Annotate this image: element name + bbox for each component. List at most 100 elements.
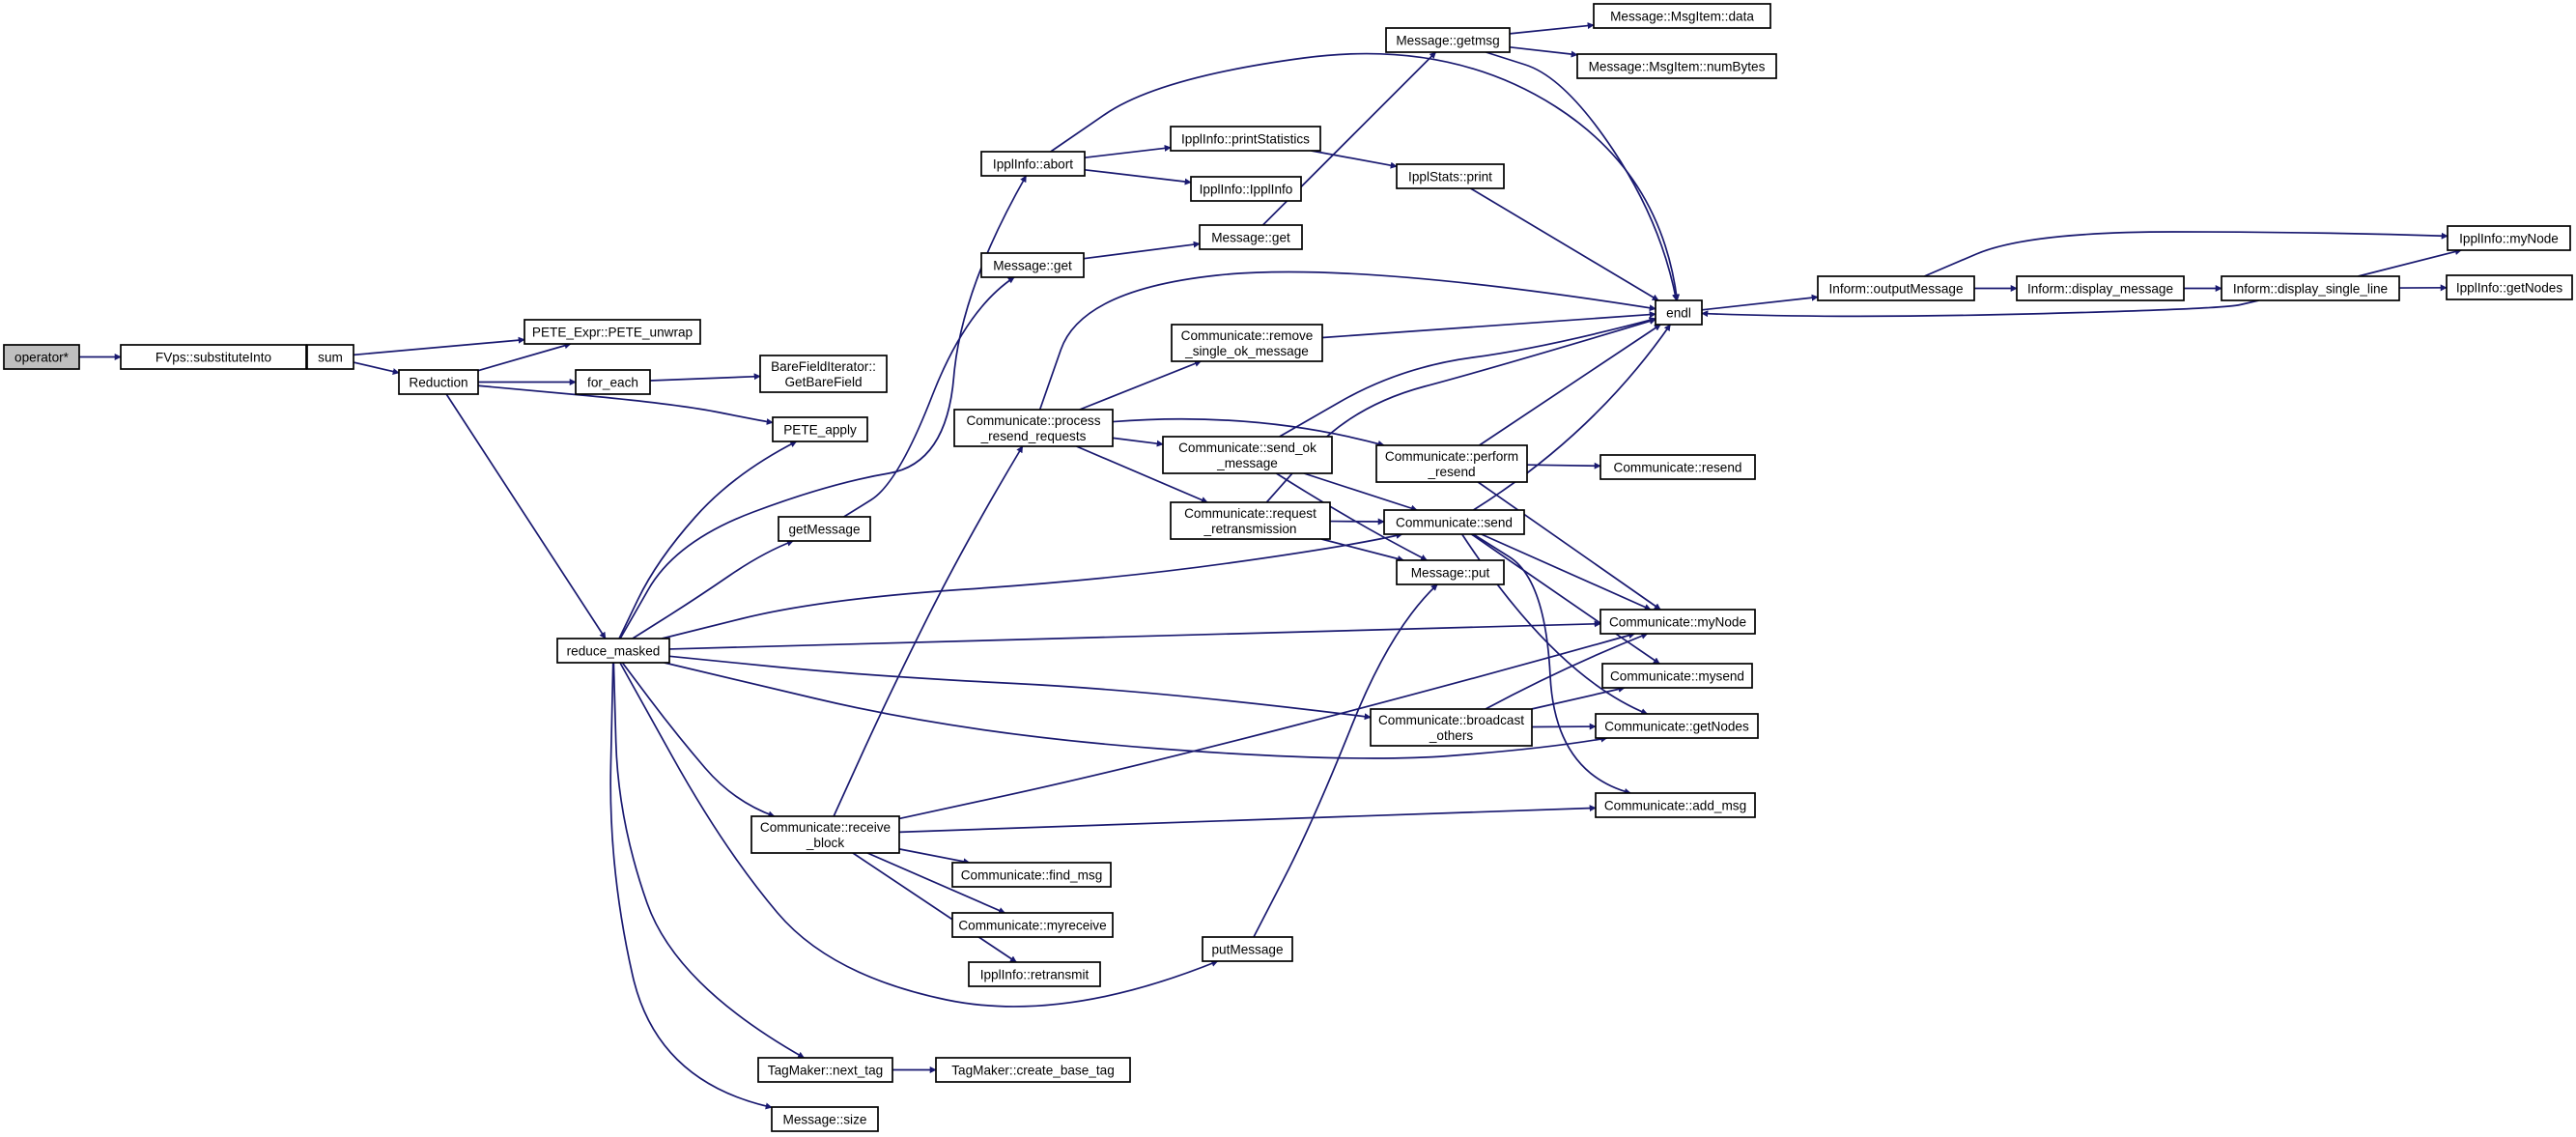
- node-msg-get[interactable]: Message::get: [980, 252, 1085, 278]
- node-box: [951, 862, 1112, 888]
- edge-comm_send_ok-to-comm_send: [1303, 472, 1418, 512]
- node-message-get2[interactable]: Message::get: [1199, 224, 1303, 250]
- edge-reduction-to-reduce_masked: [445, 393, 607, 640]
- node-box: [1170, 501, 1331, 540]
- node-comm-receive-block[interactable]: Communicate::receive_block: [750, 815, 900, 854]
- node-label: operator*: [14, 351, 70, 365]
- node-msgitem-data[interactable]: Message::MsgItem::data: [1593, 3, 1771, 29]
- node-fvps-subst[interactable]: FVps::substituteInto: [120, 344, 307, 370]
- node-reduce-masked[interactable]: reduce_masked: [556, 638, 670, 664]
- node-box: [3, 344, 80, 370]
- node-message-getmsg[interactable]: Message::getmsg: [1385, 27, 1511, 53]
- node-putMessage[interactable]: putMessage: [1202, 936, 1293, 962]
- edge-inform_display_single-to-endl: [1701, 299, 2259, 318]
- node-message-put[interactable]: Message::put: [1396, 559, 1505, 585]
- node-comm-broadcast[interactable]: Communicate::broadcast_others: [1370, 708, 1533, 747]
- node-pete-unwrap[interactable]: PETE_Expr::PETE_unwrap: [524, 319, 701, 345]
- node-comm-find-msg[interactable]: Communicate::find_msg: [951, 862, 1112, 888]
- node-inform-output[interactable]: Inform::outputMessage: [1817, 275, 1975, 301]
- node-box: [778, 516, 871, 542]
- node-reduction[interactable]: Reduction: [398, 369, 479, 395]
- node-operator-star[interactable]: operator*: [3, 344, 80, 370]
- node-comm-send-ok[interactable]: Communicate::send_ok_message: [1162, 436, 1333, 474]
- node-inform-display-message[interactable]: Inform::display_message: [2016, 275, 2185, 301]
- node-box: [306, 344, 354, 370]
- edges-layer: [79, 22, 2462, 1110]
- edge-comm_send_ok-to-message_put: [1275, 472, 1428, 561]
- edge-reduce_masked-to-putMessage: [619, 662, 1219, 1008]
- node-msg-size[interactable]: Message::size: [771, 1106, 879, 1132]
- edge-ippl_abort-to-endl: [1050, 52, 1681, 301]
- node-box: [1375, 444, 1528, 483]
- node-comm-getnodes[interactable]: Communicate::getNodes: [1595, 713, 1759, 739]
- edge-sum-to-reduction: [353, 361, 400, 375]
- node-tag-next[interactable]: TagMaker::next_tag: [757, 1057, 893, 1083]
- node-ippl-abort[interactable]: IpplInfo::abort: [980, 151, 1086, 177]
- node-label: FVps::substituteInto: [156, 351, 271, 365]
- node-box: [772, 416, 868, 442]
- edge-reduce_masked-to-comm_receive_block: [621, 662, 776, 818]
- node-inform-display-single[interactable]: Inform::display_single_line: [2221, 275, 2400, 301]
- node-label: Communicate::getNodes: [1604, 720, 1749, 734]
- edge-reduce_masked-to-pete_apply: [618, 441, 798, 640]
- node-ippl-mynode[interactable]: IpplInfo::myNode: [2447, 225, 2571, 251]
- edge-comm_receive_block-to-ippl_retransmit: [852, 852, 1017, 963]
- node-endl[interactable]: endl: [1655, 299, 1703, 326]
- node-comm-send[interactable]: Communicate::send: [1383, 509, 1525, 535]
- edge-sum-to-pete_unwrap: [353, 336, 525, 356]
- node-box: [120, 344, 307, 370]
- node-label: getMessage: [788, 523, 860, 537]
- node-box: [1595, 713, 1759, 739]
- node-label: Inform::outputMessage: [1828, 282, 1963, 297]
- edge-reduce_masked-to-msg_size: [609, 662, 773, 1110]
- node-pete-apply[interactable]: PETE_apply: [772, 416, 868, 442]
- node-comm-resend[interactable]: Communicate::resend: [1599, 454, 1756, 480]
- edge-comm_send_ok-to-endl: [1279, 317, 1656, 438]
- node-for-each[interactable]: for_each: [575, 369, 651, 395]
- node-ippl-getnodes[interactable]: IpplInfo::getNodes: [2446, 274, 2573, 300]
- node-comm-perform-resend[interactable]: Communicate::perform_resend: [1375, 444, 1528, 483]
- edge-comm_broadcast-to-comm_mynode: [1485, 633, 1649, 710]
- node-label: IpplStats::print: [1408, 170, 1492, 185]
- node-box: [1162, 436, 1333, 474]
- node-comm-process-resend[interactable]: Communicate::process_resend_requests: [953, 409, 1114, 447]
- node-ipplstats-print[interactable]: IpplStats::print: [1396, 163, 1505, 189]
- node-sum[interactable]: sum: [306, 344, 354, 370]
- node-comm-mysend[interactable]: Communicate::mysend: [1601, 663, 1753, 689]
- edge-ippl_abort-to-ippl_ipplinfo: [1084, 168, 1192, 185]
- node-box: [2447, 225, 2571, 251]
- node-ippl-retransmit[interactable]: IpplInfo::retransmit: [968, 961, 1101, 987]
- edge-reduce_masked-to-comm_getnodes: [664, 662, 1608, 759]
- edge-comm_receive_block-to-comm_add_msg: [898, 805, 1597, 834]
- edge-endl-to-inform_output: [1701, 294, 1819, 311]
- node-label: _others: [1429, 728, 1474, 743]
- node-label: Inform::display_message: [2027, 282, 2173, 297]
- node-bfi-getbarefield[interactable]: BareFieldIterator::GetBareField: [759, 355, 888, 393]
- node-label: IpplInfo::getNodes: [2456, 281, 2563, 296]
- node-box: [556, 638, 670, 664]
- node-tag-create-base[interactable]: TagMaker::create_base_tag: [935, 1057, 1131, 1083]
- edge-comm_broadcast-to-comm_mysend: [1531, 685, 1626, 710]
- node-label: _single_ok_message: [1184, 344, 1309, 358]
- node-comm-remove-single[interactable]: Communicate::remove_single_ok_message: [1171, 324, 1323, 362]
- node-ippl-ipplinfo[interactable]: IpplInfo::IpplInfo: [1190, 176, 1302, 202]
- node-label: Message::MsgItem::numBytes: [1589, 60, 1766, 74]
- nodes-layer: operator* FVps::substituteInto sum PETE_Exp…: [3, 3, 2573, 1132]
- node-box: [1199, 224, 1303, 250]
- node-label: Communicate::send: [1396, 516, 1513, 530]
- node-msgitem-numbytes[interactable]: Message::MsgItem::numBytes: [1576, 53, 1777, 79]
- node-ippl-printstats[interactable]: IpplInfo::printStatistics: [1170, 126, 1321, 152]
- node-label: Message::get: [993, 259, 1072, 273]
- node-box: [1576, 53, 1777, 79]
- node-label: Communicate::myNode: [1609, 615, 1746, 630]
- node-comm-request-retrans[interactable]: Communicate::request_retransmission: [1170, 501, 1331, 540]
- node-label: Communicate::add_msg: [1604, 799, 1746, 813]
- edge-msg_get-to-message_get2: [1083, 241, 1201, 260]
- node-label: BareFieldIterator::: [771, 359, 876, 374]
- node-comm-myreceive[interactable]: Communicate::myreceive: [951, 912, 1114, 938]
- node-comm-add-msg[interactable]: Communicate::add_msg: [1595, 792, 1756, 818]
- node-comm-mynode[interactable]: Communicate::myNode: [1599, 609, 1756, 635]
- node-getMessage[interactable]: getMessage: [778, 516, 871, 542]
- node-label: IpplInfo::IpplInfo: [1200, 183, 1293, 197]
- edge-reduce_masked-to-comm_broadcast: [668, 655, 1372, 721]
